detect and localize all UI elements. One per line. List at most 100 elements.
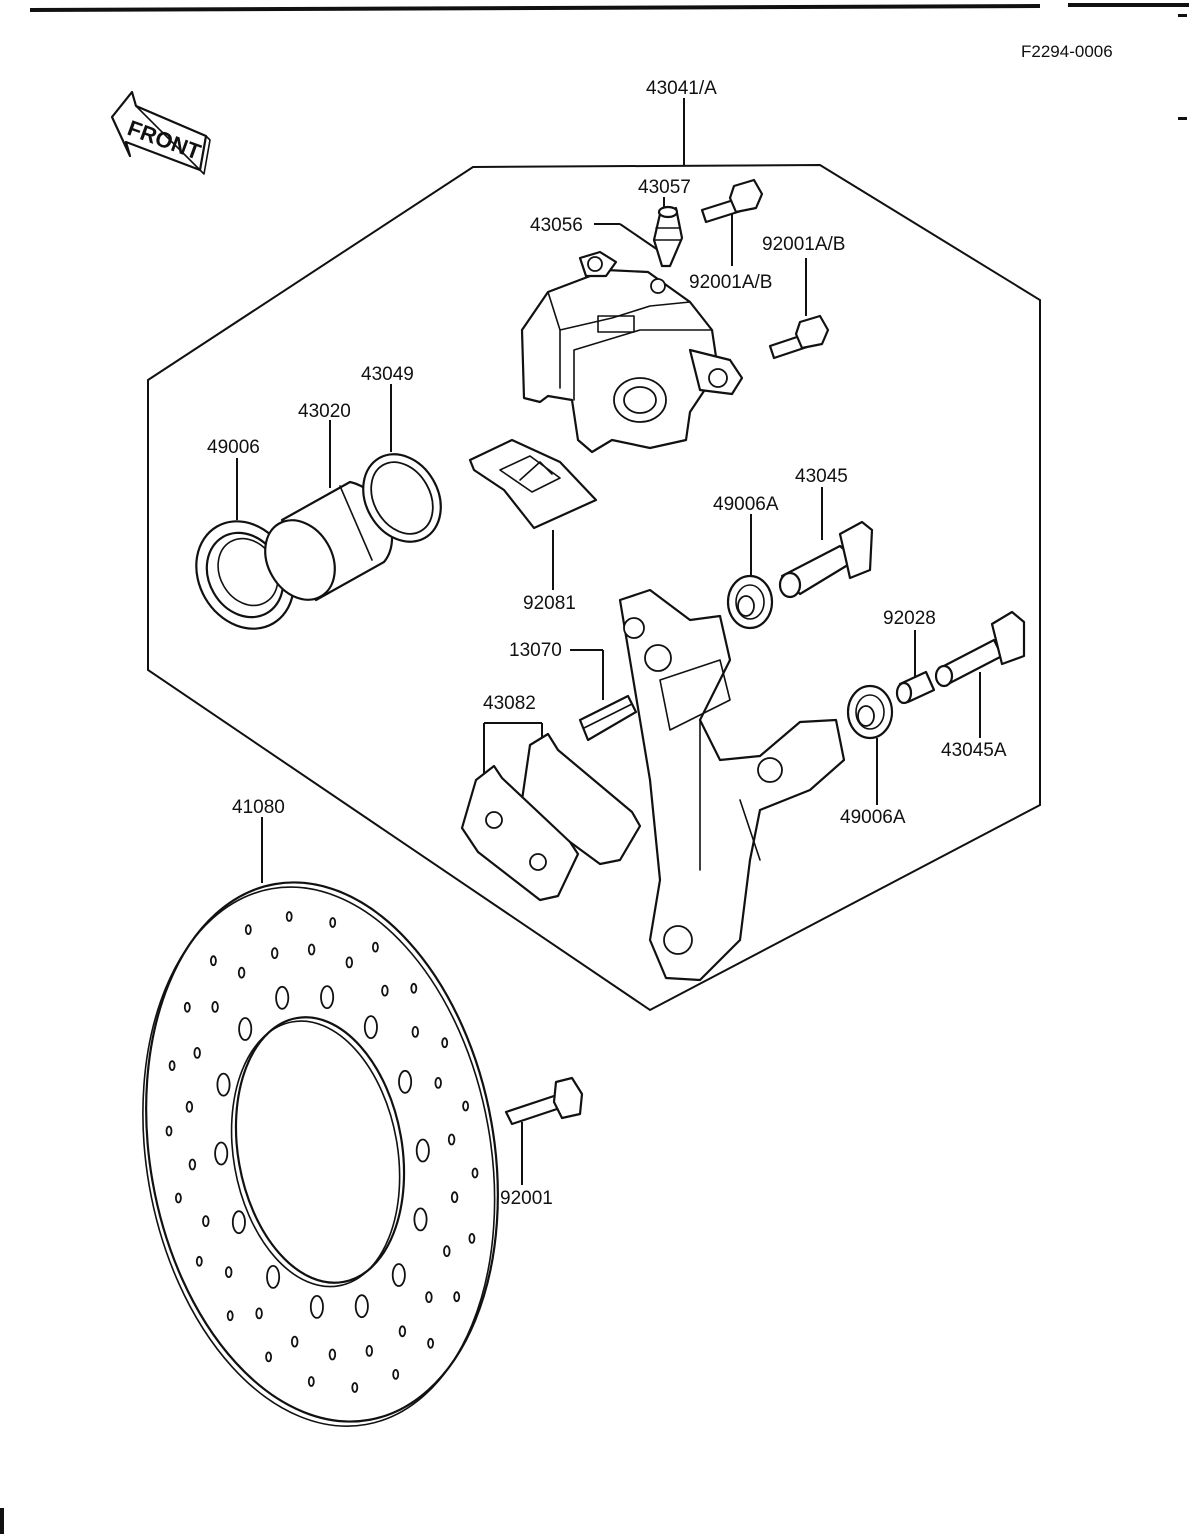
callout-49006a-lower: 49006A <box>840 807 906 828</box>
page-edge-mark <box>1178 14 1187 17</box>
disc-hole <box>328 1348 337 1361</box>
disc-hole <box>211 1001 219 1013</box>
callout-92001ab-upper: 92001A/B <box>689 272 772 293</box>
callout-92081: 92081 <box>523 593 576 614</box>
disc-hole <box>214 1141 229 1166</box>
disc-hole <box>165 1125 173 1137</box>
disc-hole <box>371 941 379 953</box>
disc-hole <box>447 1133 456 1146</box>
disc-hole <box>329 917 337 928</box>
disc-hole <box>365 1345 373 1357</box>
disc-bolt <box>504 1076 584 1126</box>
disc-hole <box>434 1077 442 1089</box>
disc-hole <box>345 956 353 969</box>
dust-seal-ring <box>362 453 442 543</box>
caliper-bracket <box>618 588 846 982</box>
disc-hole <box>307 943 316 956</box>
disc-hole <box>468 1233 476 1244</box>
caliper-bolt-lower <box>768 314 830 360</box>
disc-hole <box>255 1307 263 1320</box>
caliper-pin-lower <box>934 610 1026 688</box>
disc-hole <box>271 947 279 959</box>
disc-hole <box>193 1047 201 1059</box>
disc-hole <box>185 1100 194 1113</box>
disc-hole <box>188 1158 197 1171</box>
pin-collar <box>895 670 936 705</box>
disc-hole <box>285 911 293 922</box>
callout-41080: 41080 <box>232 797 285 818</box>
callout-43057: 43057 <box>638 177 691 198</box>
callout-43082: 43082 <box>483 693 536 714</box>
disc-hole <box>411 1026 419 1038</box>
disc-hole <box>265 1351 273 1363</box>
bleed-valve <box>652 205 684 268</box>
disc-hole <box>471 1167 479 1179</box>
disc-hole <box>237 966 246 979</box>
callout-43041-a: 43041/A <box>646 78 717 99</box>
disc-hole <box>216 1072 231 1097</box>
callout-43045a: 43045A <box>941 740 1007 761</box>
disc-hole <box>174 1192 182 1204</box>
disc-hole <box>450 1191 459 1204</box>
disc-hole <box>168 1060 176 1071</box>
pad-retaining-clip <box>578 694 638 742</box>
caliper-pin-upper <box>778 520 874 599</box>
disc-hole <box>381 984 389 997</box>
disc-hole <box>462 1100 470 1112</box>
disc-hole <box>354 1294 369 1319</box>
disc-hole <box>291 1335 299 1348</box>
callout-13070: 13070 <box>509 640 562 661</box>
disc-hole <box>398 1325 407 1338</box>
disc-hole <box>309 1295 324 1319</box>
disc-hole <box>398 1069 413 1094</box>
leader-lines <box>236 98 981 1185</box>
page-edge-mark <box>0 1508 4 1534</box>
disc-hole <box>391 1263 406 1287</box>
caliper-piston <box>264 480 394 602</box>
callout-43056: 43056 <box>530 215 583 236</box>
callout-92028: 92028 <box>883 608 936 629</box>
caliper-body <box>520 250 744 454</box>
top-border-line <box>29 4 1041 12</box>
disc-hole <box>425 1291 433 1303</box>
disc-hole <box>363 1015 378 1039</box>
disc-hole <box>226 1310 234 1322</box>
brake-disc-holes <box>165 911 479 1393</box>
pin-boot-lower <box>846 684 894 740</box>
disc-hole <box>202 1215 210 1227</box>
callout-92001: 92001 <box>500 1188 553 1209</box>
disc-hole <box>209 955 217 967</box>
disc-hole <box>224 1266 233 1278</box>
disc-hole <box>427 1337 435 1349</box>
disc-hole <box>441 1037 449 1049</box>
disc-hole <box>320 985 335 1009</box>
disc-hole <box>453 1291 461 1303</box>
disc-hole <box>195 1255 203 1267</box>
brake-pad-rear <box>460 764 580 902</box>
disc-hole <box>244 924 252 935</box>
callout-43045: 43045 <box>795 466 848 487</box>
pin-boot-upper <box>726 574 774 630</box>
document-code: F2294-0006 <box>1021 42 1113 61</box>
front-arrow-icon: FRONT <box>110 90 211 175</box>
disc-hole <box>410 982 418 994</box>
disc-hole <box>392 1369 400 1380</box>
callout-49006: 49006 <box>207 437 260 458</box>
disc-hole <box>266 1265 281 1289</box>
brake-disc <box>142 881 499 1427</box>
disc-hole <box>413 1207 428 1232</box>
caliper-assembly-outline <box>147 163 1041 1012</box>
disc-hole <box>275 985 290 1010</box>
disc-hole <box>183 1001 191 1013</box>
disc-hole <box>307 1376 315 1387</box>
disc-hole <box>238 1017 253 1041</box>
disc-hole <box>351 1382 359 1393</box>
page-edge-mark <box>1178 117 1187 120</box>
caliper-bolt-upper <box>700 178 764 224</box>
pad-spring <box>468 438 598 530</box>
callout-92001ab-right: 92001A/B <box>762 234 845 255</box>
callout-43049: 43049 <box>361 364 414 385</box>
disc-hole <box>231 1210 246 1235</box>
disc-hole <box>415 1138 430 1163</box>
